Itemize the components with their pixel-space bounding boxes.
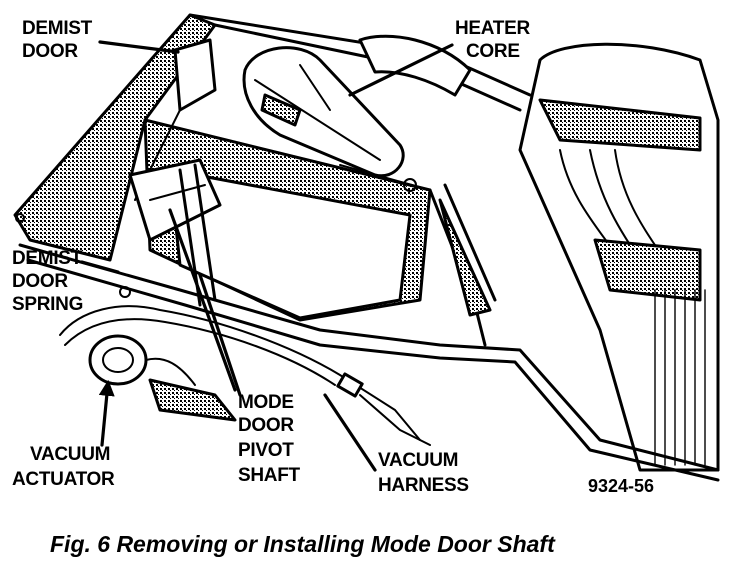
- label-heater-core: HEATER CORE: [455, 18, 535, 62]
- vacuum-harness: [59, 305, 431, 446]
- label-demist-door-spring: DEMIST DOOR SPRING: [12, 248, 87, 315]
- heater-core: [242, 34, 472, 191]
- leader-lines: [80, 40, 454, 472]
- figure-caption: Fig. 6 Removing or Installing Mode Door …: [50, 531, 556, 557]
- hvac-housing-illustration: [13, 13, 720, 482]
- callout-labels: DEMIST DOOR HEATER CORE DEMIST DOOR SPRI…: [12, 18, 654, 496]
- housing-box: [13, 13, 720, 482]
- radiator-fins: [654, 289, 706, 466]
- demist-door: [134, 38, 217, 201]
- label-mode-door-pivot-shaft: MODE DOOR PIVOT SHAFT: [238, 392, 301, 486]
- label-demist-door: DEMIST DOOR: [22, 18, 97, 62]
- vacuum-actuator: [88, 334, 237, 422]
- figure-number: 9324-56: [588, 476, 654, 496]
- label-vacuum-actuator: VACUUM ACTUATOR: [12, 444, 115, 490]
- label-vacuum-harness: VACUUM HARNESS: [378, 450, 469, 496]
- heater-unit-right: [518, 42, 720, 472]
